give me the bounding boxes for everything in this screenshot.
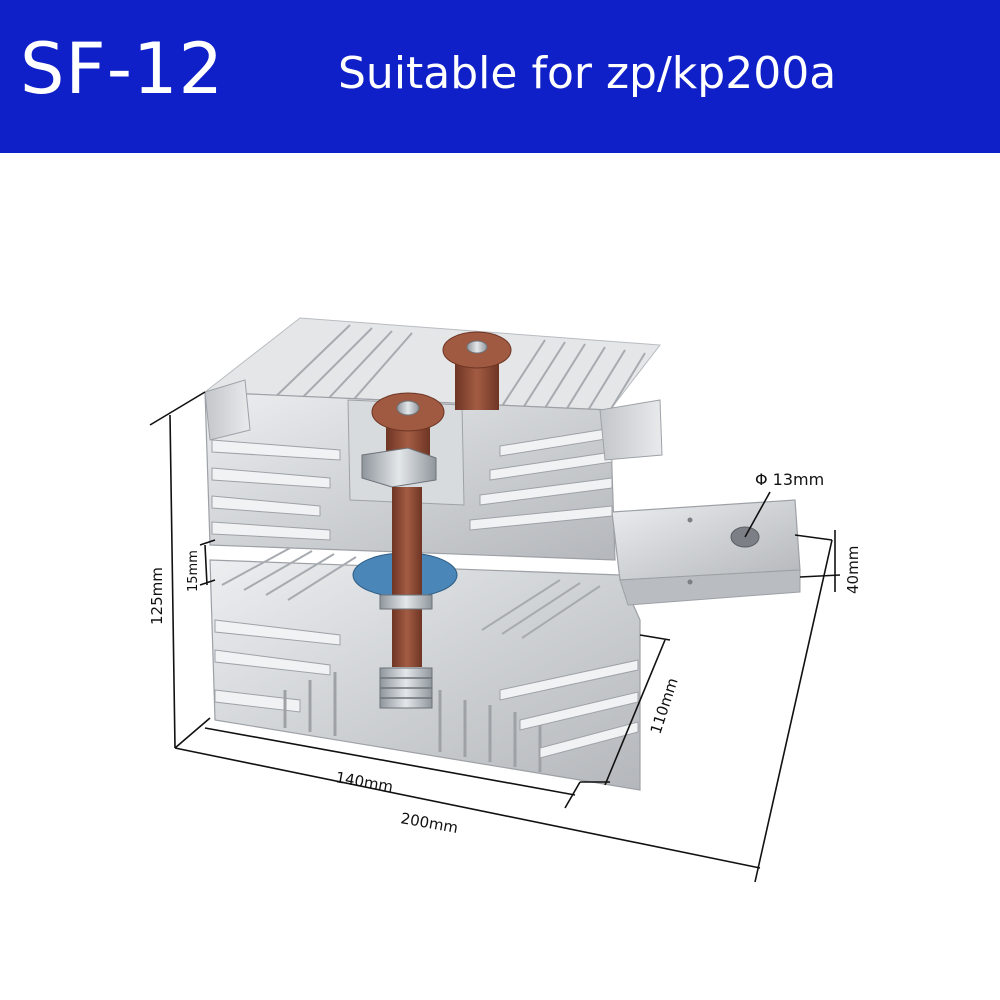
gap-label: 15mm — [186, 550, 201, 592]
lower-heatsink — [209, 547, 641, 791]
heatsink-diagram: Φ 13mm 40mm 125mm 15mm 110mm 140mm 200mm — [148, 317, 862, 883]
upper-heatsink — [203, 317, 663, 561]
total-length-label: 200mm — [399, 809, 459, 837]
dimension-lines — [149, 391, 841, 883]
hole-diameter-label: Φ 13mm — [755, 470, 824, 489]
fin-height-label: 110mm — [647, 676, 682, 737]
busbar-height-label: 40mm — [844, 546, 862, 594]
model-title: SF-12 — [20, 28, 225, 110]
busbar — [611, 499, 801, 606]
insulator-bolts — [361, 331, 512, 667]
depth-label: 140mm — [334, 768, 394, 796]
total-height-label: 125mm — [148, 567, 166, 625]
compatibility-subtitle: Suitable for zp/kp200a — [338, 48, 837, 99]
header-banner: SF-12 Suitable for zp/kp200a — [0, 0, 1000, 153]
